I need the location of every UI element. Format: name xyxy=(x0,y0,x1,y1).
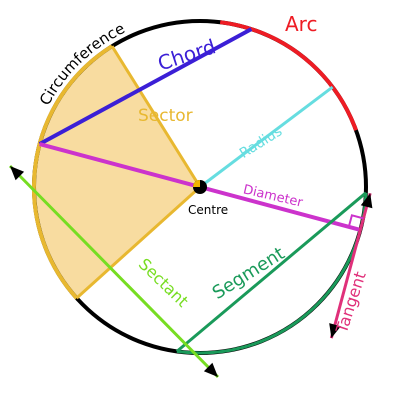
sectant-arrow-head-bottom xyxy=(203,362,218,377)
centre-label: Centre xyxy=(188,203,228,217)
tangent-arrow-head-top xyxy=(360,193,373,209)
radius-label: Radius xyxy=(237,123,285,161)
arc-highlight xyxy=(219,20,358,131)
sector-arc-edge xyxy=(31,44,114,300)
chord-line xyxy=(38,27,253,146)
sector-edge-lower xyxy=(75,185,202,300)
circumference-outline xyxy=(32,19,369,355)
chord-label: Chord xyxy=(155,34,219,75)
radius-line xyxy=(199,85,334,189)
sector-region xyxy=(33,46,201,299)
sectant-arrow-head-top xyxy=(10,166,25,181)
tangent-line xyxy=(329,192,372,339)
sector-edge-upper xyxy=(110,45,202,188)
sectant-line xyxy=(8,164,220,379)
tangent-arrow-head-bottom xyxy=(329,323,341,339)
sector-label: Sector xyxy=(138,106,193,126)
right-angle-mark xyxy=(347,214,364,228)
centre-point-icon xyxy=(193,180,207,194)
segment-chord-line xyxy=(175,191,367,353)
arc-label: Arc xyxy=(285,12,317,36)
